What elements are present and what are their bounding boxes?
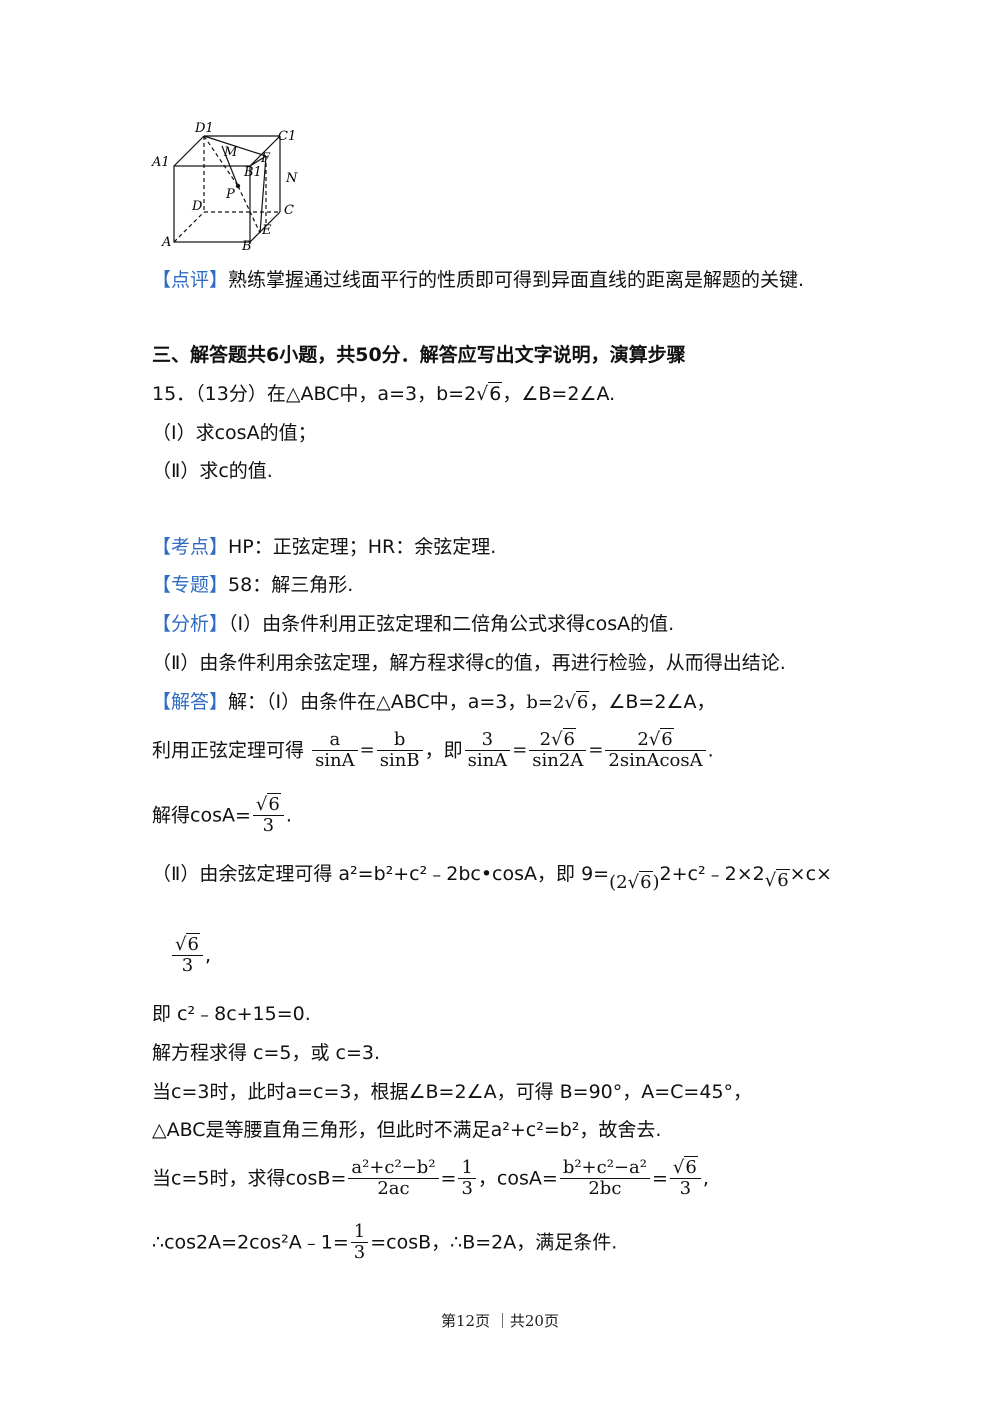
- step7-line: △ABC是等腰直角三角形，但此时不满足a²+c²=b²，故舍去.: [152, 1119, 662, 1141]
- kaodian-tag: 【考点】: [152, 536, 229, 558]
- step3-line: （Ⅱ）由余弦定理可得 a²=b²+c²﹣2bc•cosA，即 9=(2√6)2+…: [152, 863, 832, 893]
- zhuanti-tag: 【专题】: [152, 574, 229, 596]
- label-A1: A1: [151, 155, 170, 170]
- step5-line: 解方程求得 c=5，或 c=3.: [152, 1042, 381, 1064]
- label-N: N: [285, 171, 298, 186]
- label-B1: B1: [243, 165, 262, 180]
- problem-head: 15．（13分）在△ABC中，a=3，b=2: [152, 383, 477, 405]
- label-D: D: [191, 199, 203, 214]
- fenxi-text: （Ⅰ）由条件利用正弦定理和二倍角公式求得cosA的值.: [228, 613, 675, 635]
- comment-line: 【点评】熟练掌握通过线面平行的性质即可得到异面直线的距离是解题的关键.: [152, 268, 804, 292]
- jieda-tag: 【解答】: [152, 691, 229, 713]
- label-B: B: [241, 239, 252, 254]
- label-C: C: [284, 203, 294, 218]
- step2-lead: 解得cosA=: [152, 804, 251, 827]
- jieda-line: 【解答】解：（Ⅰ）由条件在△ABC中，a=3，b=2√6，∠B=2∠A，: [152, 690, 715, 715]
- jieda-text1: 解：（Ⅰ）由条件在△ABC中，a=3，: [228, 691, 527, 713]
- jieda-text2: ，∠B=2∠A，: [589, 691, 716, 713]
- label-M: M: [223, 145, 238, 160]
- step3-lead: （Ⅱ）由余弦定理可得: [152, 863, 333, 885]
- label-F: F: [260, 151, 271, 166]
- label-P: P: [225, 187, 235, 202]
- label-C1: C1: [278, 129, 296, 144]
- fenxi-line: 【分析】（Ⅰ）由条件利用正弦定理和二倍角公式求得cosA的值.: [152, 612, 674, 636]
- comment-tag: 【点评】: [152, 269, 229, 291]
- label-A: A: [161, 235, 171, 250]
- fenxi2-line: （Ⅱ）由条件利用余弦定理，解方程求得c的值，再进行检验，从而得出结论.: [152, 652, 786, 674]
- cube-figure: D1 C1 A1 M F B1 N P D C A B E: [151, 121, 298, 254]
- question-1: （Ⅰ）求cosA的值；: [152, 422, 317, 444]
- step6-line: 当c=3时，此时a=c=3，根据∠B=2∠A，可得 B=90°，A=C=45°，: [152, 1081, 753, 1103]
- problem-line: 15．（13分）在△ABC中，a=3，b=2√6，∠B=2∠A.: [152, 382, 615, 406]
- fenxi-tag: 【分析】: [152, 613, 229, 635]
- kaodian-line: 【考点】HP：正弦定理；HR：余弦定理.: [152, 535, 496, 559]
- jieda-b: b=2: [526, 692, 565, 713]
- sqrt-symbol: √6: [564, 691, 590, 713]
- question-2: （Ⅱ）求c的值.: [152, 460, 273, 482]
- zhuanti-line: 【专题】58：解三角形.: [152, 573, 353, 597]
- label-E: E: [261, 223, 272, 238]
- step1-lead: 利用正弦定理可得: [152, 739, 305, 762]
- comment-text: 熟练掌握通过线面平行的性质即可得到异面直线的距离是解题的关键.: [228, 269, 805, 291]
- step4-line: 即 c²﹣8c+15=0.: [152, 1003, 311, 1025]
- sqrt-symbol: √6: [476, 382, 503, 405]
- kaodian-text: HP：正弦定理；HR：余弦定理.: [228, 536, 497, 558]
- label-D1: D1: [194, 121, 214, 136]
- page-footer: 第12页 ｜共20页: [441, 1312, 559, 1330]
- step3-eq: a²=b²+c²﹣2bc•cosA，即: [338, 863, 576, 885]
- problem-tail: ，∠B=2∠A.: [502, 383, 616, 405]
- section-title: 三、解答题共6小题，共50分．解答应写出文字说明，演算步骤: [152, 344, 686, 366]
- zhuanti-text: 58：解三角形.: [228, 574, 354, 596]
